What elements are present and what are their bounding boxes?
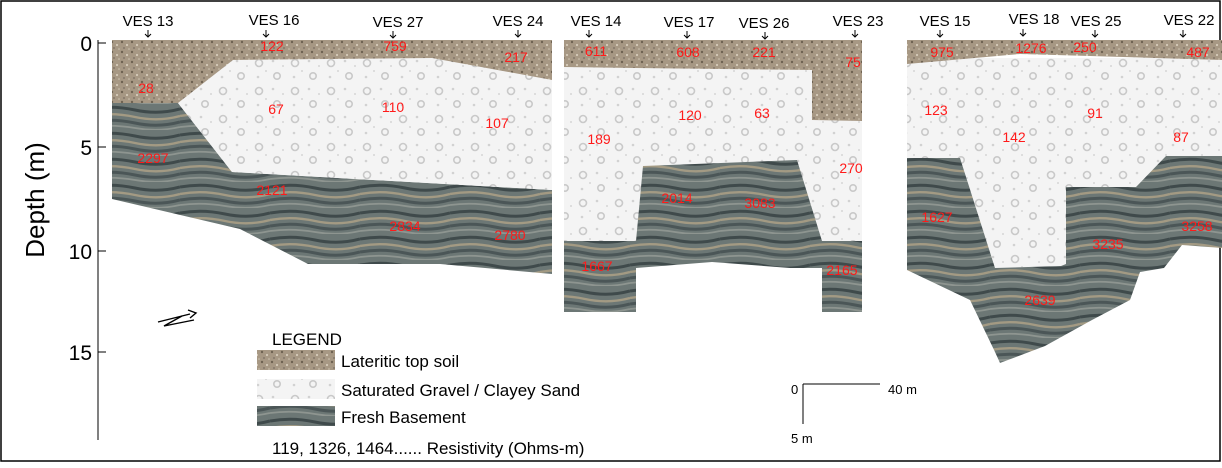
scale-bar: 0 40 m 5 m	[791, 382, 917, 446]
basement-layer	[112, 103, 552, 274]
resistivity-value: 2639	[1024, 292, 1055, 308]
ves-markers: VES 13 VES 16 VES 27 VES 24	[123, 12, 544, 39]
topsoil-layer	[907, 40, 1222, 64]
legend-swatch-topsoil	[257, 350, 335, 370]
resistivity-value: 2165	[826, 262, 857, 278]
topsoil-layer	[112, 40, 552, 103]
ves-marker-icon	[1019, 29, 1027, 37]
resistivity-value: 221	[752, 44, 776, 60]
north-arrow-icon	[157, 309, 198, 327]
gravel-layer	[178, 58, 552, 190]
resistivity-value: 122	[260, 38, 284, 54]
resistivity-value: 91	[1087, 105, 1103, 121]
resistivity-value: 2014	[661, 190, 692, 206]
basement-layer	[564, 160, 862, 312]
ves-marker-icon	[851, 30, 859, 38]
ves-label: VES 25	[1071, 13, 1122, 30]
scale-horizontal-label: 40 m	[888, 382, 917, 397]
resistivity-value: 2297	[137, 150, 168, 166]
resistivity-value: 3083	[744, 195, 775, 211]
resistivity-value: 270	[839, 160, 863, 176]
ves-markers: VES 14 VES 17 VES 26 VES 23	[571, 13, 884, 40]
resistivity-value: 123	[924, 102, 948, 118]
ves-marker-icon	[262, 30, 270, 38]
ves-markers: VES 15 VES 18 VES 25 VES 22	[920, 11, 1215, 38]
resistivity-value: 75	[845, 54, 861, 70]
legend-swatch-gravel	[257, 379, 335, 399]
ves-label: VES 17	[664, 14, 715, 31]
ves-marker-icon	[144, 30, 152, 38]
legend-resistivity-note: 119, 1326, 1464...... Resistivity (Ohms-…	[272, 439, 584, 458]
tick-label-15: 15	[69, 342, 92, 365]
ves-marker-icon	[585, 30, 593, 38]
scale-vertical-label: 5 m	[791, 431, 813, 446]
resistivity-labels: 975 1276 250 487 123 142 91 87 1627 3235…	[921, 39, 1212, 308]
ves-marker-icon	[1179, 30, 1187, 38]
ves-label: VES 26	[739, 15, 790, 32]
legend-label-basement: Fresh Basement	[341, 408, 466, 427]
scale-origin-label: 0	[791, 382, 798, 397]
ves-marker-icon	[761, 32, 769, 40]
gravel-layer	[907, 58, 1222, 268]
topsoil-layer	[564, 40, 862, 121]
ves-marker-icon	[1091, 30, 1099, 38]
resistivity-value: 63	[754, 105, 770, 121]
ves-label: VES 14	[571, 13, 622, 30]
resistivity-value: 975	[930, 44, 954, 60]
ves-label: VES 18	[1009, 11, 1060, 28]
resistivity-value: 189	[587, 131, 611, 147]
resistivity-value: 611	[585, 43, 608, 59]
resistivity-labels: 122 759 217 28 67 110 107 2297 2121 2834…	[137, 38, 527, 243]
legend-label-topsoil: Lateritic top soil	[341, 352, 459, 371]
resistivity-value: 110	[382, 99, 405, 115]
resistivity-value: 2121	[256, 182, 287, 198]
tick-label-5: 5	[80, 137, 92, 160]
ves-label: VES 24	[493, 13, 544, 30]
resistivity-value: 3258	[1181, 218, 1212, 234]
resistivity-value: 107	[485, 115, 509, 131]
depth-axis: 0 5 10 15 Depth (m)	[20, 33, 106, 440]
ves-marker-icon	[936, 30, 944, 38]
legend-label-gravel: Saturated Gravel / Clayey Sand	[341, 381, 580, 400]
resistivity-value: 142	[1002, 129, 1026, 145]
section-panel-1: VES 13 VES 16 VES 27 VES 24 122 759 217 …	[112, 12, 552, 274]
ves-label: VES 27	[373, 14, 424, 31]
tick-label-0: 0	[80, 33, 92, 56]
ves-marker-icon	[683, 31, 691, 39]
ves-label: VES 23	[833, 13, 884, 30]
legend: LEGEND Lateritic top soil Saturated Grav…	[257, 330, 584, 458]
legend-title: LEGEND	[272, 330, 342, 349]
section-panel-3: VES 15 VES 18 VES 25 VES 22 975 1276 250…	[907, 11, 1222, 363]
resistivity-value: 1627	[921, 209, 952, 225]
scale-bar-lines	[802, 383, 880, 424]
resistivity-value: 3235	[1092, 236, 1123, 252]
resistivity-value: 2780	[494, 227, 525, 243]
legend-swatch-basement	[257, 406, 335, 426]
resistivity-value: 759	[383, 38, 407, 54]
resistivity-value: 608	[676, 44, 700, 60]
section-panel-2: VES 14 VES 17 VES 26 VES 23 611 608 221 …	[564, 13, 883, 312]
resistivity-value: 250	[1073, 39, 1097, 55]
resistivity-value: 28	[138, 80, 154, 96]
resistivity-value: 217	[504, 49, 528, 65]
resistivity-value: 1667	[581, 258, 612, 274]
ves-label: VES 15	[920, 13, 971, 30]
resistivity-value: 1276	[1015, 40, 1046, 56]
resistivity-value: 2834	[389, 218, 420, 234]
ves-marker-icon	[389, 31, 397, 39]
ves-label: VES 16	[249, 12, 300, 29]
basement-layer	[907, 156, 1222, 363]
resistivity-value: 67	[268, 101, 284, 117]
tick-label-10: 10	[69, 241, 92, 264]
ves-marker-icon	[514, 30, 522, 38]
resistivity-labels: 611 608 221 75 189 120 63 270 2014 3083 …	[581, 43, 862, 278]
ves-label: VES 22	[1164, 12, 1215, 29]
depth-axis-title: Depth (m)	[20, 142, 50, 258]
resistivity-value: 487	[1186, 44, 1210, 60]
resistivity-value: 87	[1173, 129, 1189, 145]
ves-label: VES 13	[123, 13, 174, 30]
resistivity-value: 120	[678, 107, 702, 123]
